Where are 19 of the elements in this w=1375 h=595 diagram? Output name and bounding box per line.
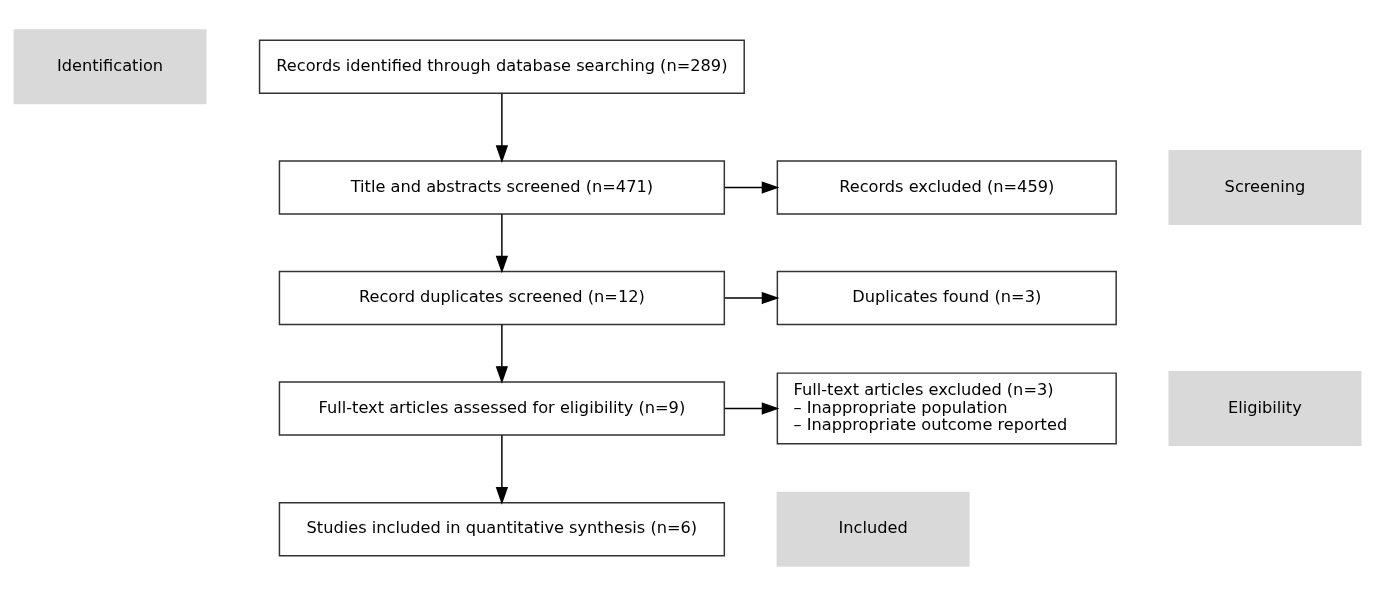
arrow	[724, 291, 780, 304]
node-box: Included	[776, 491, 970, 567]
node-box: Full-text articles excluded (n=3) – Inappropriate population – Inappropriate outcome reported	[776, 371, 1117, 445]
node-box: Full-text articles assessed for eligibility (n=9)	[278, 380, 726, 436]
node-box: Identification	[13, 28, 207, 104]
node-box: Records excluded (n=459)	[776, 159, 1117, 215]
arrow	[495, 323, 509, 384]
node-box: Title and abstracts screened (n=471)	[278, 159, 726, 215]
node-box: Records identified through database searching (n=289)	[258, 38, 745, 94]
node-box: Duplicates found (n=3)	[776, 270, 1117, 325]
arrow	[495, 213, 509, 273]
arrow	[495, 434, 509, 505]
node-box: Studies included in quantitative synthesis (n=6)	[278, 501, 726, 557]
node-box: Eligibility	[1168, 370, 1362, 446]
node-box: Screening	[1168, 149, 1362, 225]
arrow	[495, 92, 509, 163]
arrow	[724, 401, 780, 415]
arrow	[724, 180, 780, 194]
node-box: Record duplicates screened (n=12)	[278, 270, 726, 325]
